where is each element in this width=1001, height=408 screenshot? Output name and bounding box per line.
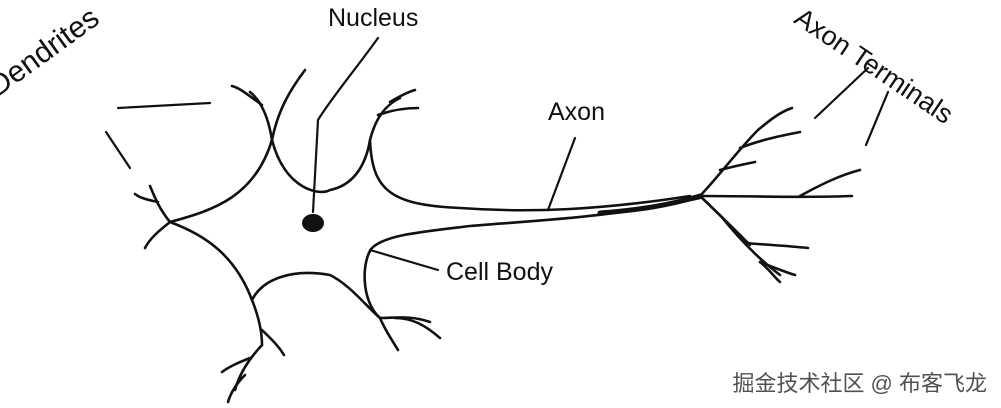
axon-terminal-branch xyxy=(756,106,794,132)
axon-terminal-branch xyxy=(743,241,810,250)
dendrite-branch xyxy=(378,316,400,352)
terminals-leader xyxy=(813,66,870,120)
axon-leader xyxy=(546,136,577,212)
dendrite-branch xyxy=(250,298,264,347)
watermark-text: 掘金技术社区 @ 布客飞龙 xyxy=(732,371,987,396)
nucleus-label: Nucleus xyxy=(328,4,419,32)
dendrite-branch xyxy=(376,106,420,117)
axon-terminal-branch xyxy=(718,213,782,277)
dendrite-branch xyxy=(220,356,252,374)
axon-label: Axon xyxy=(548,98,605,126)
dendrite-branch xyxy=(133,192,160,204)
cell-body-leader xyxy=(368,248,440,272)
axon-terminal-branch xyxy=(698,194,854,199)
axon-terminal-branch xyxy=(718,160,757,172)
nucleus-leader xyxy=(311,36,380,214)
dendrite-branch xyxy=(393,316,442,340)
leader-lines xyxy=(104,36,890,272)
terminals-leader-lower xyxy=(864,90,890,147)
dendrite-branch xyxy=(270,68,307,142)
axon-terminal-branch xyxy=(698,128,760,198)
dendrite-branch xyxy=(230,84,264,107)
dendrite-branch xyxy=(388,88,417,104)
cell-body-outline-lower xyxy=(168,220,432,324)
dendrite-branch xyxy=(143,220,172,250)
dendrites-leader xyxy=(116,101,212,110)
cell-body-outline xyxy=(168,138,692,224)
axon-terminal-branch xyxy=(798,168,862,198)
axon-thick-segment xyxy=(597,193,703,216)
axon-terminal-branch xyxy=(738,130,802,150)
dendrites-leader-lower xyxy=(104,130,132,170)
dendrite-branch xyxy=(148,184,172,224)
nucleus-blob xyxy=(302,214,324,232)
dendrite-branch xyxy=(248,90,274,142)
dendrite-branch xyxy=(368,96,402,142)
neuron-drawing xyxy=(133,68,862,404)
dendrite-branch xyxy=(260,328,286,357)
axon-terminal-branch xyxy=(758,260,797,277)
cell-body-label: Cell Body xyxy=(446,258,553,286)
dendrite-branch xyxy=(226,373,247,404)
